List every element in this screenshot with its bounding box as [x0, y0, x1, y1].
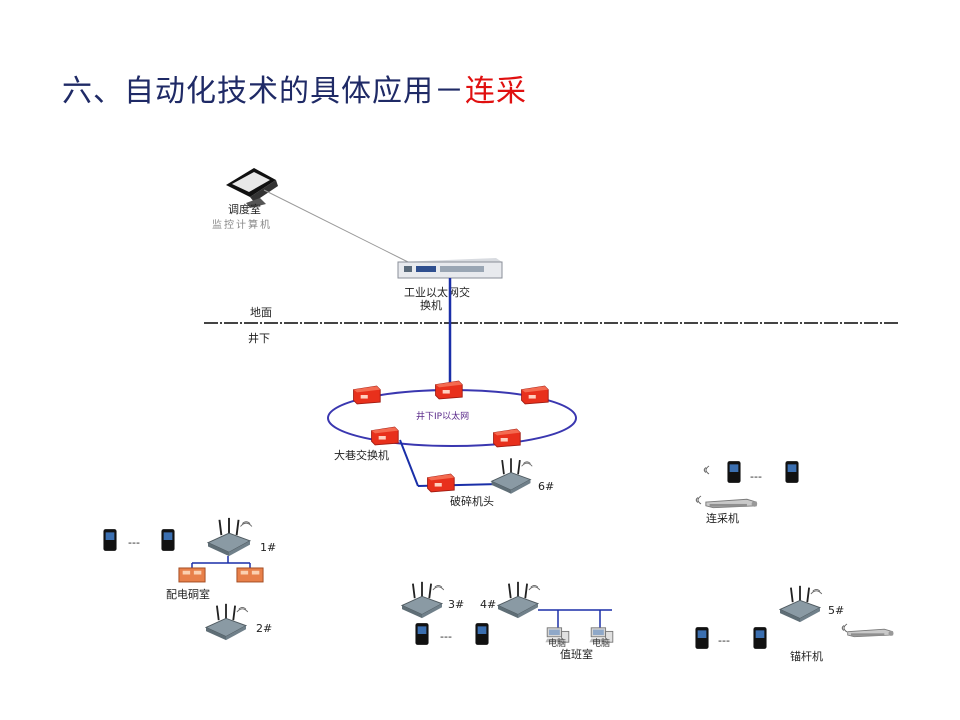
ring-switch-icon: [427, 473, 455, 493]
monitor-link: [263, 189, 409, 263]
title-main: 六、自动化技术的具体应用－: [62, 74, 465, 109]
wifi-icon: [703, 465, 710, 475]
wireless-phone-icon: [785, 461, 799, 483]
node-1-label: 1#: [260, 541, 276, 554]
wireless-access-point-icon: [779, 584, 823, 624]
node-6-label: 6#: [538, 480, 554, 493]
wireless-phone-icon: [753, 627, 767, 649]
wireless-phone-icon: [727, 461, 741, 483]
duty-room-label: 值班室: [560, 647, 593, 661]
crusher-head-label: 破碎机头: [450, 494, 494, 508]
wifi-icon: [841, 623, 848, 633]
ring-switch-icon: [521, 385, 549, 405]
crusher-link: [399, 439, 419, 487]
power-box-icon: [236, 567, 264, 583]
ring-switch-icon: [493, 428, 521, 448]
monitor-pc-label: 监控计算机: [212, 218, 272, 231]
wireless-phone-icon: [415, 623, 429, 645]
page-title: 六、自动化技术的具体应用－连采: [62, 66, 527, 110]
underground-label: 井下: [248, 331, 270, 345]
duty-pc-label-1: 电脑: [548, 637, 566, 649]
roadway-switch-label: 大巷交换机: [334, 448, 389, 462]
node-2-label: 2#: [256, 622, 272, 635]
bolter-label: 锚杆机: [790, 649, 823, 663]
wireless-access-point-icon: [401, 580, 445, 620]
continuous-miner-label: 连采机: [706, 511, 739, 525]
wireless-access-point-icon: [490, 457, 534, 495]
surface-label: 地面: [250, 306, 272, 319]
power-box-icon: [178, 567, 206, 583]
industrial-switch-label-1: 工业以太网交: [404, 285, 470, 299]
wireless-phone-icon: [103, 529, 117, 551]
wireless-phone-icon: [161, 529, 175, 551]
ring-switch-icon: [435, 380, 463, 400]
dispatch-room-label: 调度室: [228, 202, 261, 216]
wifi-icon: [695, 495, 702, 505]
wireless-phone-icon: [475, 623, 489, 645]
wireless-access-point-icon: [207, 516, 253, 558]
dots-label: ---: [440, 630, 452, 643]
node-4-label: 4#: [480, 598, 496, 611]
dots-label: ---: [750, 470, 762, 483]
mining-machine-icon: [847, 628, 894, 638]
ring-network-label: 井下IP以太网: [416, 410, 469, 422]
ring-switch-icon: [353, 385, 381, 405]
monitor-icon: [226, 168, 278, 208]
power-room-label: 配电硐室: [166, 587, 210, 601]
wireless-access-point-icon: [497, 580, 541, 620]
wireless-access-point-icon: [205, 602, 249, 642]
dots-label: ---: [718, 634, 730, 647]
node-5-label: 5#: [828, 604, 844, 617]
dots-label: ---: [128, 536, 140, 549]
mining-machine-icon: [705, 498, 758, 509]
node-3-label: 3#: [448, 598, 464, 611]
network-switch-icon: [397, 258, 503, 279]
industrial-switch-label-2: 换机: [420, 298, 442, 312]
ring-switch-icon: [371, 426, 399, 446]
wireless-phone-icon: [695, 627, 709, 649]
title-highlight: 连采: [465, 74, 527, 109]
duty-pc-label-2: 电脑: [592, 637, 610, 649]
